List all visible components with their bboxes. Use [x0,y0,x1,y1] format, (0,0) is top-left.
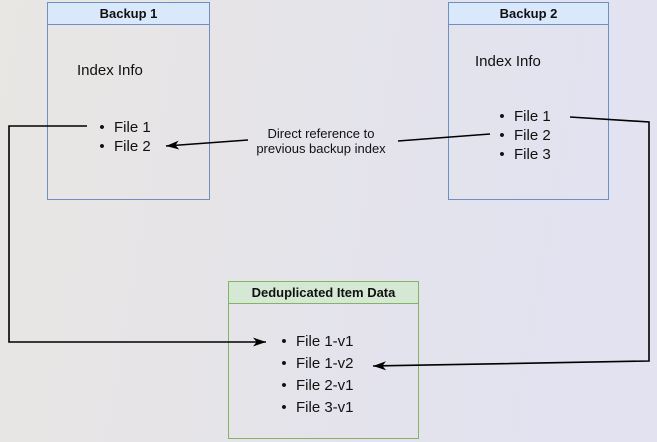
backup1-title: Backup 1 [99,6,158,21]
file-label: File 3-v1 [296,399,354,416]
backup1-file-list: • File 1 • File 2 [93,118,151,156]
file-label: File 1-v2 [296,355,354,372]
list-item: • File 3-v1 [275,397,354,419]
backup1-index-info-label: Index Info [77,62,143,79]
list-item: • File 1 [493,107,551,126]
bullet-icon: • [99,119,105,136]
backup1-header: Backup 1 [48,3,209,25]
list-item: • File 2-v1 [275,375,354,397]
list-item: • File 2 [93,137,151,156]
backup2-index-info-label: Index Info [475,53,541,70]
dedup-header: Deduplicated Item Data [229,282,418,304]
backup2-header: Backup 2 [449,3,608,25]
dedup-file-list: • File 1-v1 • File 1-v2 • File 2-v1 • Fi… [275,331,354,419]
backup2-node: Backup 2 Index Info • File 1 • File 2 • … [448,2,609,200]
backup2-title: Backup 2 [499,6,558,21]
list-item: • File 2 [493,126,551,145]
bullet-icon: • [499,108,505,125]
file-label: File 1-v1 [296,333,354,350]
dedup-node: Deduplicated Item Data • File 1-v1 • Fil… [228,281,419,439]
bullet-icon: • [99,138,105,155]
backup2-file-list: • File 1 • File 2 • File 3 [493,107,551,164]
bullet-icon: • [281,399,287,416]
dedup-title: Deduplicated Item Data [251,285,396,300]
file-label: File 2 [114,138,151,155]
file-label: File 2 [514,127,551,144]
bullet-icon: • [499,146,505,163]
list-item: • File 1-v2 [275,353,354,375]
list-item: • File 1 [93,118,151,137]
list-item: • File 1-v1 [275,331,354,353]
file-label: File 1 [514,108,551,125]
bullet-icon: • [281,333,287,350]
edge-label: Direct reference to previous backup inde… [256,126,386,156]
bullet-icon: • [281,377,287,394]
backup1-node: Backup 1 Index Info • File 1 • File 2 [47,2,210,200]
bullet-icon: • [281,355,287,372]
file-label: File 2-v1 [296,377,354,394]
list-item: • File 3 [493,145,551,164]
file-label: File 3 [514,146,551,163]
file-label: File 1 [114,119,151,136]
bullet-icon: • [499,127,505,144]
